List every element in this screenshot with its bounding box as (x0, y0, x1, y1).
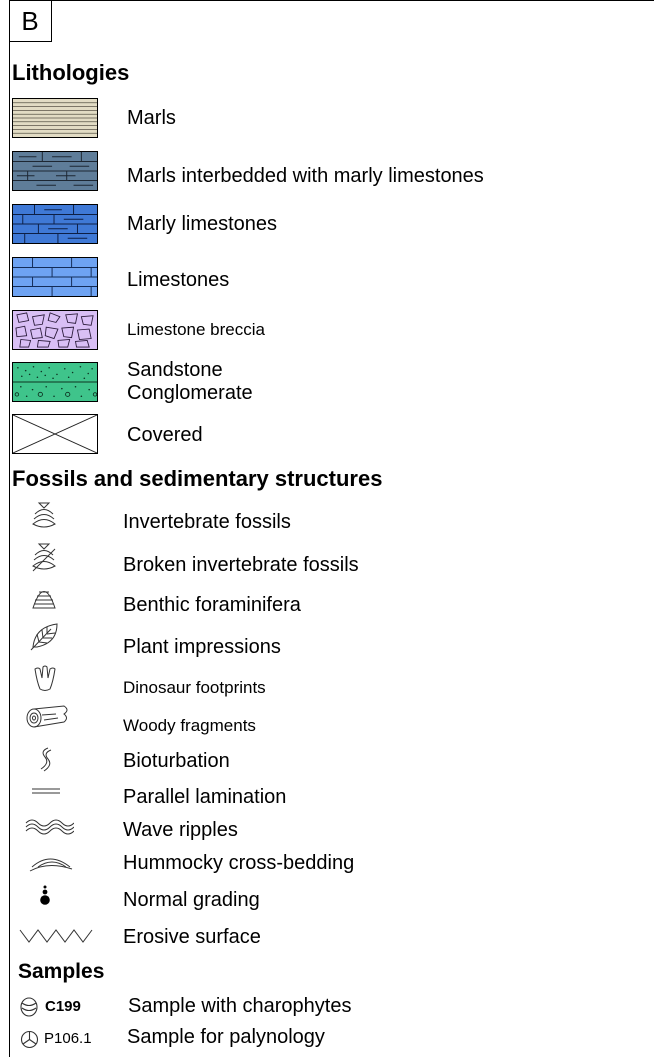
covered-swatch (12, 414, 98, 454)
pollen-icon (20, 1030, 39, 1049)
sandstone-conglomerate-swatch (12, 362, 98, 402)
marls-swatch (12, 98, 98, 138)
samples-heading: Samples (18, 960, 105, 983)
dinosaur-footprints-label: Dinosaur footprints (123, 678, 266, 697)
erosive-surface-label: Erosive surface (123, 926, 261, 948)
lithologies-heading: Lithologies (12, 60, 130, 85)
limestones-label: Limestones (127, 269, 230, 291)
legend-frame (9, 0, 654, 1057)
log-icon (26, 705, 68, 728)
wave-ripples-label: Wave ripples (123, 819, 238, 841)
marls-label: Marls (127, 107, 176, 129)
zigzag-icon (19, 929, 93, 943)
fossils-heading: Fossils and sedimentary structures (12, 466, 383, 491)
sample-palynology-code: P106.1 (44, 1030, 92, 1047)
charophyte-icon (20, 997, 38, 1017)
marls-interbedded-swatch (12, 151, 98, 191)
parallel-lines-icon (32, 788, 60, 794)
normal-grading-label: Normal grading (123, 889, 260, 911)
conglomerate-label: Conglomerate (127, 382, 253, 404)
limestone-breccia-label: Limestone breccia (127, 320, 265, 339)
parallel-lamination-label: Parallel lamination (123, 786, 287, 808)
footprint-icon (34, 665, 56, 691)
broken-shell-icon (32, 543, 56, 572)
limestones-swatch (12, 257, 98, 297)
leaf-icon (30, 623, 58, 651)
sandstone-label: Sandstone (127, 359, 223, 381)
broken-invertebrate-fossils-label: Broken invertebrate fossils (123, 554, 359, 576)
woody-fragments-label: Woody fragments (123, 716, 256, 735)
sample-charophytes-label: Sample with charophytes (128, 995, 352, 1017)
sample-palynology-label: Sample for palynology (127, 1026, 325, 1048)
sample-charophytes-code: C199 (45, 998, 81, 1015)
invertebrate-fossils-label: Invertebrate fossils (123, 511, 291, 533)
bioturbation-label: Bioturbation (123, 750, 230, 772)
benthic-foraminifera-label: Benthic foraminifera (123, 594, 301, 616)
wave-icon (25, 819, 74, 835)
limestone-breccia-swatch (12, 310, 98, 350)
panel-label: B (9, 0, 52, 42)
marls-interbedded-label: Marls interbedded with marly limestones (127, 165, 484, 187)
plant-impressions-label: Plant impressions (123, 636, 281, 658)
grading-icon (40, 885, 50, 905)
marly-limestones-label: Marly limestones (127, 213, 278, 235)
hummocky-icon (29, 858, 73, 872)
hummocky-cross-bedding-label: Hummocky cross-bedding (123, 852, 355, 874)
shell-icon (32, 502, 56, 528)
foraminifera-icon (32, 591, 56, 609)
burrow-icon (40, 747, 52, 772)
covered-label: Covered (127, 424, 203, 446)
marly-limestones-swatch (12, 204, 98, 244)
